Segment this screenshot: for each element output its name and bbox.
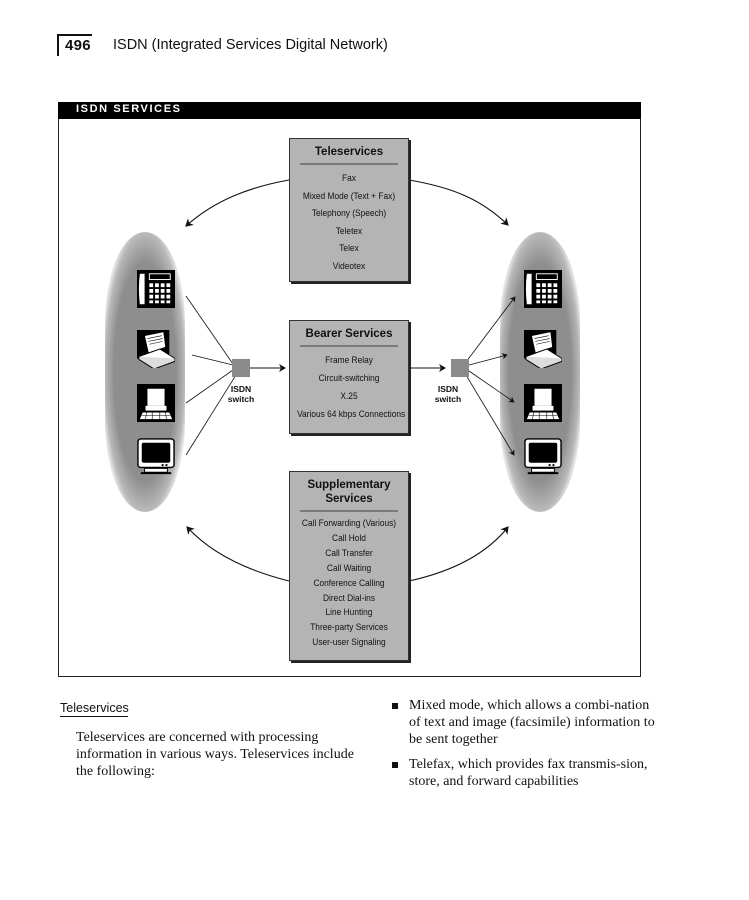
- monitor-icon: [137, 438, 175, 475]
- bearer-service-item: X.25: [340, 391, 358, 402]
- computer-icon: [137, 384, 175, 422]
- computer-icon: [524, 384, 562, 422]
- bearer-service-item: Circuit-switching: [318, 373, 380, 384]
- bullet-text: Telefax, which provides fax transmis-sio…: [409, 757, 648, 789]
- supplementary-services-rule: [300, 510, 398, 512]
- teleservice-item: Mixed Mode (Text + Fax): [302, 190, 396, 202]
- bullet-list: Mixed mode, which allows a combi-nation …: [392, 697, 662, 798]
- bearer-services-heading: Bearer Services: [305, 328, 393, 340]
- fax-machine-icon: [137, 330, 175, 368]
- teleservice-item: Videotex: [332, 260, 366, 272]
- section-heading: Teleservices: [60, 701, 129, 715]
- teleservices-box: Teleservices Fax Mixed Mode (Text + Fax)…: [289, 138, 409, 282]
- telephone-icon: [137, 270, 175, 308]
- running-head-rule-vertical: [57, 34, 59, 56]
- telephone-icon: [524, 270, 562, 308]
- right-switch-label-line1: ISDN: [437, 384, 459, 394]
- supplementary-service-item: Conference Calling: [313, 577, 385, 589]
- bullet-item: Mixed mode, which allows a combi-nation …: [392, 697, 662, 748]
- supplementary-service-item: Call Transfer: [325, 547, 373, 559]
- section-heading-rule: [60, 716, 128, 717]
- left-isdn-switch: [232, 359, 250, 377]
- bearer-service-item: Various 64 kbps Connections: [297, 409, 406, 420]
- right-switch-label-line2: switch: [434, 394, 462, 404]
- fax-machine-icon: [524, 330, 562, 368]
- bullet-item: Telefax, which provides fax transmis-sio…: [392, 756, 662, 790]
- teleservices-rule: [300, 163, 398, 165]
- supplementary-services-box: Supplementary Services Call Forwarding (…: [289, 471, 409, 661]
- body-paragraph: Teleservices are concerned with processi…: [76, 730, 354, 779]
- figure-title: ISDN SERVICES: [76, 103, 182, 115]
- right-isdn-switch: [451, 359, 469, 377]
- supplementary-service-item: Call Hold: [332, 532, 366, 544]
- supplementary-service-item: User-user Signaling: [312, 637, 386, 649]
- supplementary-service-item: Call Waiting: [326, 562, 372, 574]
- supplementary-service-item: Line Hunting: [325, 607, 373, 619]
- bullet-text: Mixed mode, which allows a combi-nation …: [409, 698, 655, 747]
- teleservice-item: Fax: [342, 173, 356, 184]
- chapter-title: ISDN (Integrated Services Digital Networ…: [113, 37, 388, 53]
- supplementary-service-item: Three-party Services: [310, 622, 388, 634]
- left-switch-label-line2: switch: [227, 394, 255, 404]
- supplementary-service-item: Call Forwarding (Various): [301, 518, 397, 529]
- bullet-square-icon: [392, 703, 398, 709]
- figure-title-bar: ISDN SERVICES: [58, 102, 641, 119]
- page-number: 496: [65, 37, 91, 54]
- bullet-square-icon: [392, 762, 398, 768]
- supplementary-heading-line2: Services: [325, 493, 373, 505]
- bearer-services-box: Bearer Services Frame Relay Circuit-swit…: [289, 320, 409, 434]
- teleservice-item: Teletex: [335, 225, 363, 237]
- supplementary-service-item: Direct Dial-ins: [322, 592, 376, 604]
- right-switch-label: ISDN switch: [428, 384, 468, 404]
- left-switch-label: ISDN switch: [221, 384, 261, 404]
- supplementary-services-heading: Supplementary Services: [290, 472, 408, 506]
- monitor-icon: [524, 438, 562, 475]
- left-switch-label-line1: ISDN: [230, 384, 252, 394]
- teleservices-heading: Teleservices: [314, 146, 384, 158]
- bearer-services-rule: [300, 345, 398, 347]
- teleservice-item: Telex: [339, 243, 359, 255]
- supplementary-heading-line1: Supplementary: [307, 479, 391, 491]
- bearer-service-item: Frame Relay: [325, 355, 373, 366]
- running-head-rule-horizontal: [57, 34, 92, 36]
- teleservice-item: Telephony (Speech): [311, 208, 387, 220]
